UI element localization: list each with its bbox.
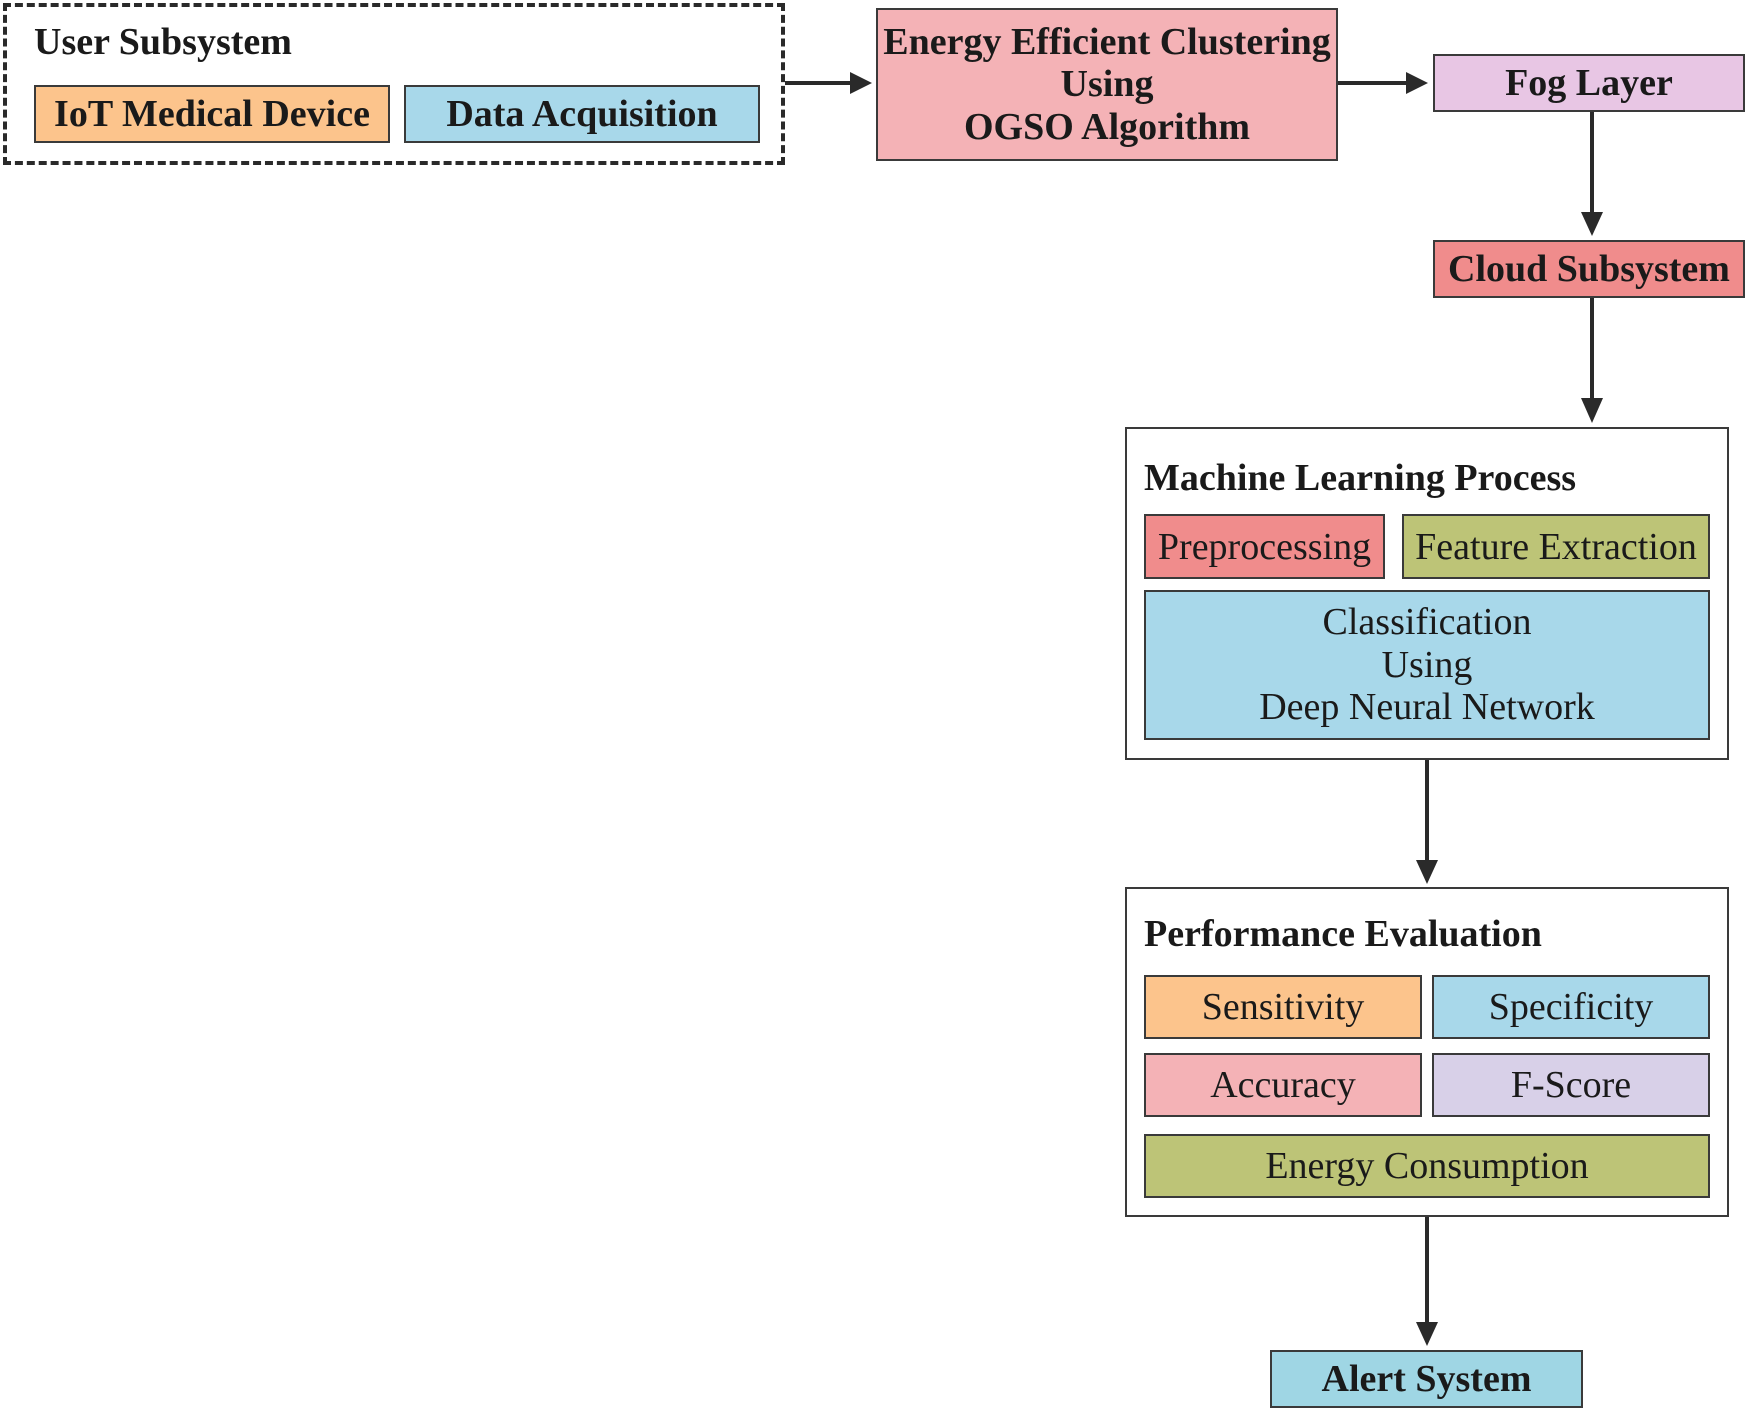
data-acquisition-box: Data Acquisition (404, 85, 760, 143)
preprocessing-box: Preprocessing (1144, 514, 1385, 579)
arrowhead-user-to-clustering (850, 72, 872, 94)
arrowhead-cloud-to-ml (1581, 398, 1603, 423)
clustering-box: Energy Efficient Clustering Using OGSO A… (876, 8, 1338, 161)
arrowhead-ml-to-performance (1416, 860, 1438, 884)
arrowhead-performance-to-alert (1416, 1322, 1438, 1346)
energy-consumption-box: Energy Consumption (1144, 1134, 1710, 1198)
accuracy-box: Accuracy (1144, 1053, 1422, 1117)
fog-layer-box: Fog Layer (1433, 54, 1745, 112)
cloud-subsystem-box: Cloud Subsystem (1433, 240, 1745, 298)
performance-title: Performance Evaluation (1144, 913, 1542, 955)
clustering-line-3: OGSO Algorithm (963, 105, 1251, 148)
classification-line-1: Classification (1322, 601, 1532, 644)
arrowhead-clustering-to-fog (1406, 72, 1428, 94)
user-subsystem-group (3, 3, 785, 165)
classification-box: Classification Using Deep Neural Network (1144, 590, 1710, 740)
feature-extraction-box: Feature Extraction (1402, 514, 1710, 579)
iot-medical-device-box: IoT Medical Device (34, 85, 390, 143)
sensitivity-box: Sensitivity (1144, 975, 1422, 1039)
classification-line-3: Deep Neural Network (1259, 686, 1595, 729)
specificity-box: Specificity (1432, 975, 1710, 1039)
clustering-line-2: Using (1060, 63, 1154, 106)
ml-process-title: Machine Learning Process (1144, 457, 1577, 499)
user-subsystem-title: User Subsystem (34, 21, 292, 63)
clustering-line-1: Energy Efficient Clustering (883, 20, 1331, 63)
fscore-box: F-Score (1432, 1053, 1710, 1117)
classification-line-2: Using (1381, 643, 1473, 686)
alert-system-box: Alert System (1270, 1350, 1583, 1408)
arrowhead-fog-to-cloud (1581, 212, 1603, 236)
